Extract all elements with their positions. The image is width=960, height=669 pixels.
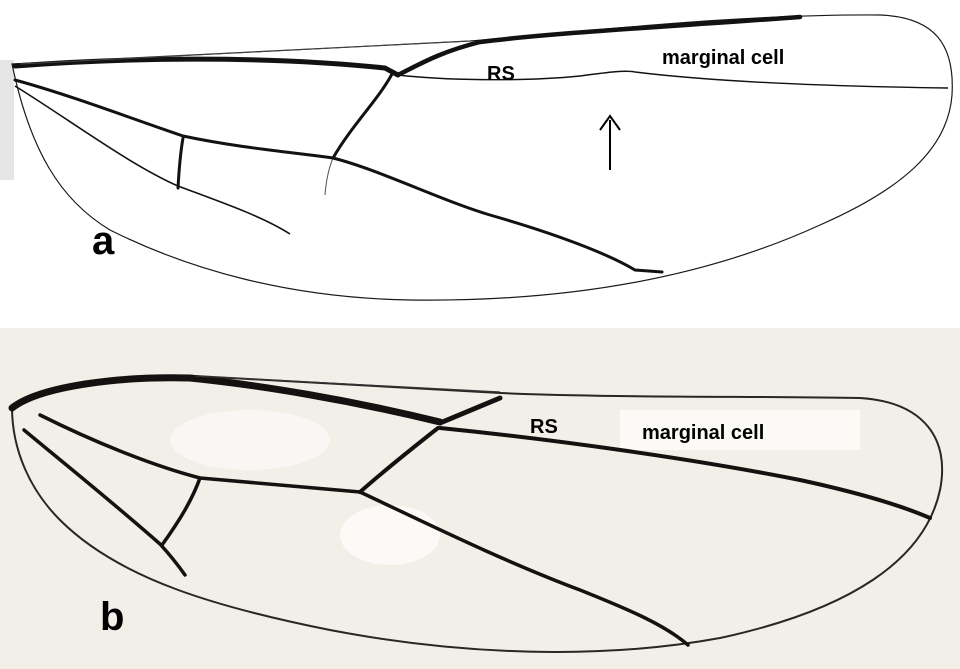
panel-b-membrane-highlight [340,505,440,565]
panel-b-letter: b [100,595,124,639]
panel-b-marginal-cell-label: marginal cell [642,422,764,444]
panel-b-rs-label: RS [530,416,558,438]
panel-a-scan-shade [0,60,14,180]
panel-b-membrane-highlight [170,410,330,470]
panel-a: RS marginal cell a [0,0,960,322]
panel-a-background [0,0,960,322]
panel-a-marginal-cell-label: marginal cell [662,47,784,69]
panel-a-letter: a [92,219,115,263]
panel-b: RS marginal cell b [0,328,960,669]
panel-a-rs-label: RS [487,63,515,85]
